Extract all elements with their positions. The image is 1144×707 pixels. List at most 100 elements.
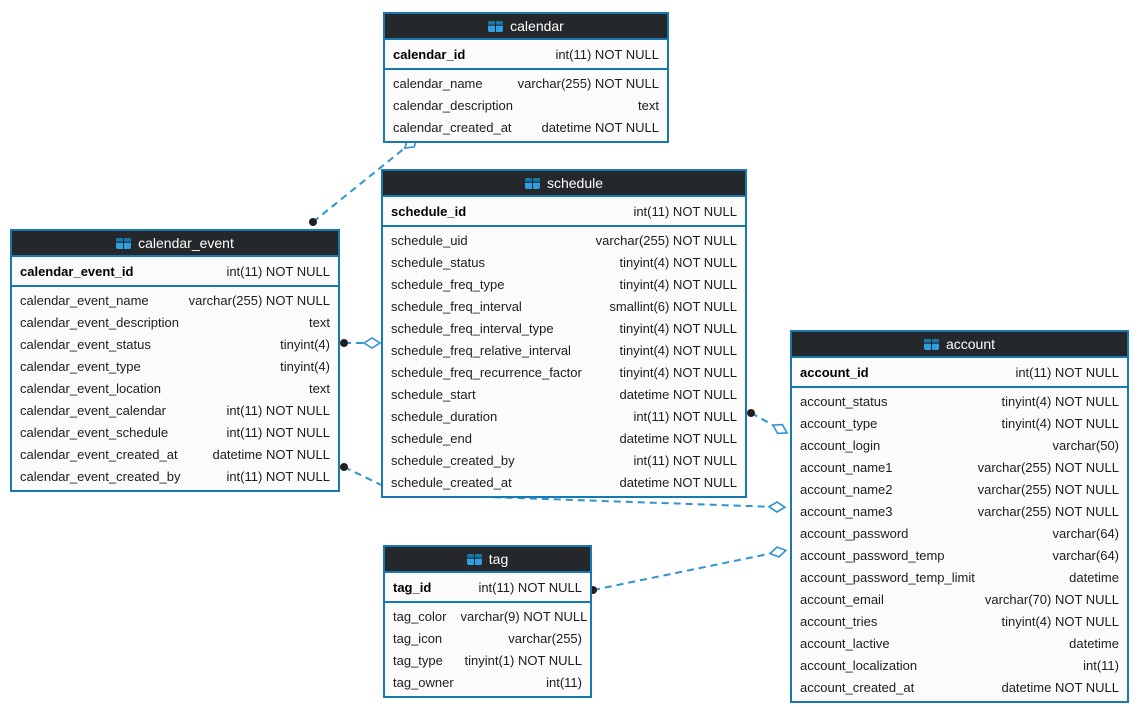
column-name: calendar_event_schedule — [20, 424, 169, 440]
column-row: calendar_event_status tinyint(4) — [12, 333, 338, 355]
column-type: datetime NOT NULL — [619, 474, 737, 490]
column-type: tinyint(1) NOT NULL — [464, 652, 582, 668]
column-type: tinyint(4) NOT NULL — [1001, 393, 1119, 409]
relation-diamond-end — [768, 546, 788, 558]
column-type: int(11) NOT NULL — [633, 452, 737, 468]
column-name: schedule_freq_recurrence_factor — [391, 364, 582, 380]
column-type: int(11) NOT NULL — [226, 468, 330, 484]
column-type: varchar(255) NOT NULL — [188, 292, 330, 308]
table-header[interactable]: tag — [385, 547, 590, 573]
column-row: tag_color varchar(9) NOT NULL — [385, 605, 590, 627]
column-type: varchar(255) NOT NULL — [977, 459, 1119, 475]
column-row: schedule_freq_interval_type tinyint(4) N… — [383, 317, 745, 339]
column-row: calendar_event_name varchar(255) NOT NUL… — [12, 289, 338, 311]
column-row: calendar_event_type tinyint(4) — [12, 355, 338, 377]
column-type: int(11) NOT NULL — [226, 402, 330, 418]
column-name: calendar_event_description — [20, 314, 179, 330]
column-row: calendar_event_created_at datetime NOT N… — [12, 443, 338, 465]
table-account[interactable]: account account_id int(11) NOT NULL acco… — [790, 330, 1129, 703]
column-row: account_name3 varchar(255) NOT NULL — [792, 500, 1127, 522]
column-row: account_lactive datetime — [792, 632, 1127, 654]
column-name: account_name2 — [800, 481, 893, 497]
relationship-schedule-account[interactable] — [747, 409, 789, 437]
column-row: calendar_created_at datetime NOT NULL — [385, 116, 667, 138]
table-title: account — [945, 336, 996, 352]
table-icon — [466, 553, 482, 565]
column-name: calendar_created_at — [393, 119, 512, 135]
table-header[interactable]: account — [792, 332, 1127, 358]
column-name: calendar_event_created_at — [20, 446, 178, 462]
column-row: account_id int(11) NOT NULL — [792, 360, 1127, 384]
column-name: account_lactive — [800, 635, 890, 651]
column-type: varchar(255) NOT NULL — [977, 503, 1119, 519]
column-name: tag_id — [393, 579, 432, 595]
column-name: schedule_status — [391, 254, 485, 270]
table-title: calendar_event — [138, 235, 234, 251]
column-row: schedule_freq_recurrence_factor tinyint(… — [383, 361, 745, 383]
table-calendar[interactable]: calendar calendar_id int(11) NOT NULL ca… — [383, 12, 669, 143]
column-type: varchar(255) NOT NULL — [977, 481, 1119, 497]
column-name: schedule_freq_interval_type — [391, 320, 554, 336]
columns-section: account_status tinyint(4) NOT NULL accou… — [792, 388, 1127, 701]
column-type: datetime NOT NULL — [619, 430, 737, 446]
column-row: account_password varchar(64) — [792, 522, 1127, 544]
column-row: tag_icon varchar(255) — [385, 627, 590, 649]
column-row: calendar_description text — [385, 94, 667, 116]
column-type: tinyint(4) NOT NULL — [619, 320, 737, 336]
column-name: schedule_id — [391, 203, 467, 219]
column-type: int(11) — [1083, 657, 1119, 673]
column-name: account_password — [800, 525, 909, 541]
relation-dot-end — [340, 339, 348, 347]
column-row: tag_owner int(11) — [385, 671, 590, 693]
column-row: account_type tinyint(4) NOT NULL — [792, 412, 1127, 434]
column-name: schedule_created_at — [391, 474, 512, 490]
table-calendar_event[interactable]: calendar_event calendar_event_id int(11)… — [10, 229, 340, 492]
column-name: account_name1 — [800, 459, 893, 475]
column-row: calendar_event_calendar int(11) NOT NULL — [12, 399, 338, 421]
column-name: account_email — [800, 591, 884, 607]
column-name: schedule_duration — [391, 408, 498, 424]
column-name: schedule_freq_relative_interval — [391, 342, 571, 358]
column-row: schedule_status tinyint(4) NOT NULL — [383, 251, 745, 273]
table-icon — [116, 237, 132, 249]
column-name: schedule_start — [391, 386, 476, 402]
column-type: tinyint(4) — [280, 336, 330, 352]
column-row: account_email varchar(70) NOT NULL — [792, 588, 1127, 610]
column-name: account_password_temp — [800, 547, 945, 563]
column-type: tinyint(4) NOT NULL — [619, 276, 737, 292]
relationship-calendar_event-schedule[interactable] — [340, 337, 382, 349]
column-type: int(11) NOT NULL — [478, 579, 582, 595]
column-type: int(11) NOT NULL — [633, 203, 737, 219]
column-name: schedule_freq_interval — [391, 298, 522, 314]
table-header[interactable]: calendar — [385, 14, 667, 40]
column-row: account_localization int(11) — [792, 654, 1127, 676]
column-type: tinyint(4) NOT NULL — [1001, 415, 1119, 431]
column-type: varchar(255) NOT NULL — [595, 232, 737, 248]
column-row: calendar_name varchar(255) NOT NULL — [385, 72, 667, 94]
column-type: datetime NOT NULL — [541, 119, 659, 135]
column-name: calendar_event_status — [20, 336, 151, 352]
column-name: account_login — [800, 437, 881, 453]
relationship-tag-account[interactable] — [589, 545, 788, 594]
column-type: int(11) NOT NULL — [555, 46, 659, 62]
table-schedule[interactable]: schedule schedule_id int(11) NOT NULL sc… — [381, 169, 747, 498]
column-type: int(11) — [546, 674, 582, 690]
column-name: calendar_event_location — [20, 380, 161, 396]
column-row: schedule_start datetime NOT NULL — [383, 383, 745, 405]
column-name: schedule_created_by — [391, 452, 515, 468]
column-name: calendar_description — [393, 97, 513, 113]
table-header[interactable]: calendar_event — [12, 231, 338, 257]
column-name: calendar_name — [393, 75, 483, 91]
column-type: datetime — [1069, 569, 1119, 585]
column-type: varchar(70) NOT NULL — [984, 591, 1119, 607]
column-row: account_name1 varchar(255) NOT NULL — [792, 456, 1127, 478]
table-title: schedule — [546, 175, 604, 191]
relation-diamond-end — [767, 501, 787, 513]
table-tag[interactable]: tag tag_id int(11) NOT NULL tag_color va… — [383, 545, 592, 698]
column-row: calendar_event_schedule int(11) NOT NULL — [12, 421, 338, 443]
table-header[interactable]: schedule — [383, 171, 745, 197]
column-row: account_password_temp_limit datetime — [792, 566, 1127, 588]
table-title: tag — [488, 551, 509, 567]
pk-section: calendar_id int(11) NOT NULL — [385, 40, 667, 70]
